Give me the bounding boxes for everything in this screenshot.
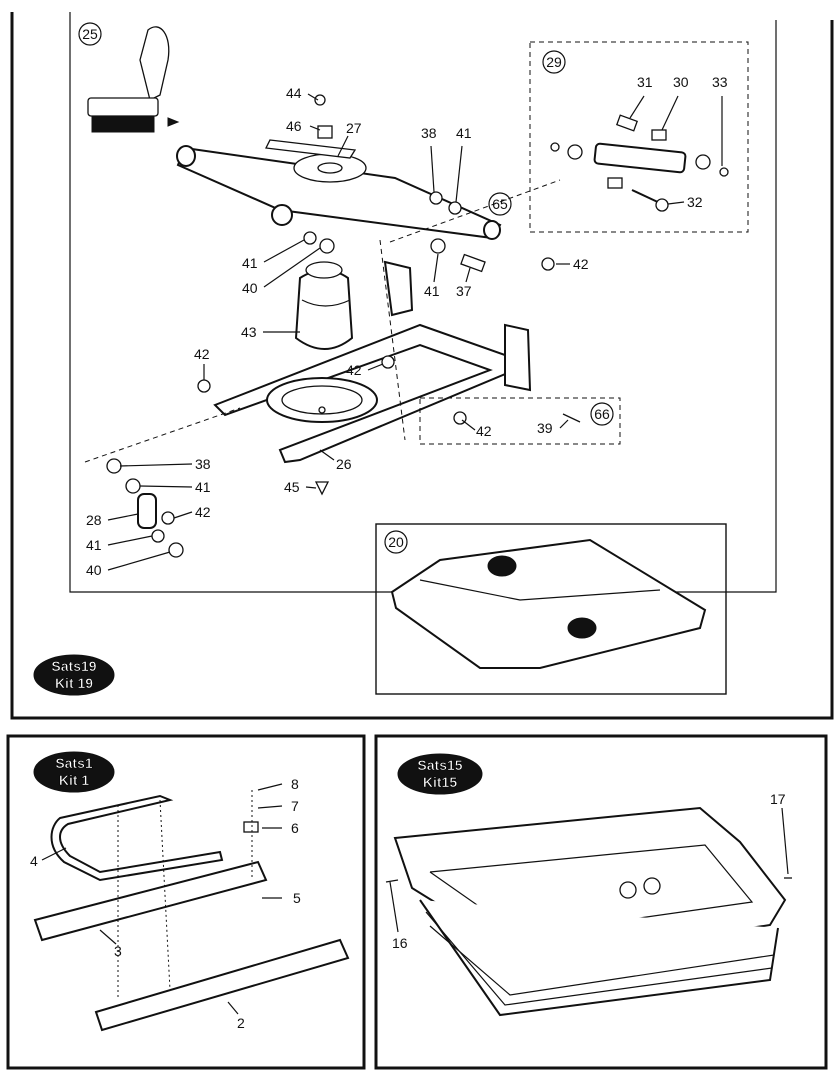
callout-41-bottom: 41 [86, 537, 102, 553]
upper-scissor-frame [176, 139, 502, 240]
callout-42-left: 42 [194, 346, 210, 362]
callout-2: 2 [237, 1015, 245, 1031]
callout-38-upper: 38 [421, 125, 437, 141]
callout-41-upper: 41 [456, 125, 472, 141]
seat-thumbnail-icon [87, 26, 180, 133]
linkage-bracket-drawing [106, 458, 184, 558]
circled-ref-65-label: 65 [492, 196, 508, 212]
callout-27: 27 [346, 120, 362, 136]
callout-45: 45 [284, 479, 300, 495]
kit66-box [419, 397, 621, 445]
callout-32: 32 [687, 194, 703, 210]
shock-absorber-drawing [550, 114, 729, 212]
circled-ref-20-label: 20 [388, 534, 404, 550]
callout-42-lower: 42 [195, 504, 211, 520]
kit15-badge-line2: Kit15 [423, 774, 457, 790]
bottom-right-panel-frame [374, 734, 828, 1070]
loose-hardware [197, 94, 581, 496]
kit15-badge-line1: Sats15 [417, 757, 462, 773]
inset-frame-20 [375, 523, 727, 695]
callout-7: 7 [291, 798, 299, 814]
circled-ref-66: 66 [590, 402, 614, 426]
bottom-left-panel-frame [6, 734, 366, 1070]
circled-ref-65: 65 [488, 192, 512, 216]
seat-pan-drawing [385, 806, 792, 1017]
callout-46: 46 [286, 118, 302, 134]
callout-41-lower: 41 [195, 479, 211, 495]
callout-5: 5 [293, 890, 301, 906]
kit19-badge-line2: Kit 19 [55, 675, 93, 691]
circled-ref-29: 29 [542, 50, 566, 74]
slide-rail-drawings [33, 790, 350, 1032]
callout-8: 8 [291, 776, 299, 792]
callout-6: 6 [291, 820, 299, 836]
callout-33: 33 [712, 74, 728, 90]
callout-17: 17 [770, 791, 786, 807]
callout-16: 16 [392, 935, 408, 951]
bottom-left-callouts: 8 7 6 5 4 3 2 [30, 776, 301, 1031]
circled-ref-29-label: 29 [546, 54, 562, 70]
callout-leaders [41, 93, 789, 1015]
callout-4: 4 [30, 853, 38, 869]
callout-41-left: 41 [242, 255, 258, 271]
kit19-badge-line1: Sats19 [51, 658, 96, 674]
kit19-badge: Sats19 Kit 19 [33, 654, 115, 696]
callout-40-lower: 40 [86, 562, 102, 578]
callout-42-kit66: 42 [476, 423, 492, 439]
callout-42-center: 42 [346, 362, 362, 378]
callout-31: 31 [637, 74, 653, 90]
circled-ref-25: 25 [78, 22, 102, 46]
circled-ref-25-label: 25 [82, 26, 98, 42]
callout-28: 28 [86, 512, 102, 528]
callout-3: 3 [114, 943, 122, 959]
circled-ref-66-label: 66 [594, 406, 610, 422]
kit1-badge-line1: Sats1 [55, 755, 93, 771]
top-panel-callouts: 44 46 27 38 41 31 30 33 32 42 41 40 41 3… [86, 74, 728, 578]
kit1-badge-line2: Kit 1 [59, 772, 90, 788]
air-spring-drawing [294, 261, 354, 350]
callout-30: 30 [673, 74, 689, 90]
callout-43: 43 [241, 324, 257, 340]
circled-ref-20: 20 [384, 530, 408, 554]
callout-42-right: 42 [573, 256, 589, 272]
callout-37: 37 [456, 283, 472, 299]
callout-38-lower: 38 [195, 456, 211, 472]
kit1-badge: Sats1 Kit 1 [33, 751, 115, 793]
bottom-right-callouts: 17 16 [392, 791, 786, 951]
callout-44: 44 [286, 85, 302, 101]
lower-base-frame [213, 260, 532, 464]
kit15-badge: Sats15 Kit15 [397, 753, 483, 795]
kit29-box [529, 41, 749, 233]
callout-26: 26 [336, 456, 352, 472]
callout-39: 39 [537, 420, 553, 436]
callout-41-center: 41 [424, 283, 440, 299]
callout-40-upper: 40 [242, 280, 258, 296]
